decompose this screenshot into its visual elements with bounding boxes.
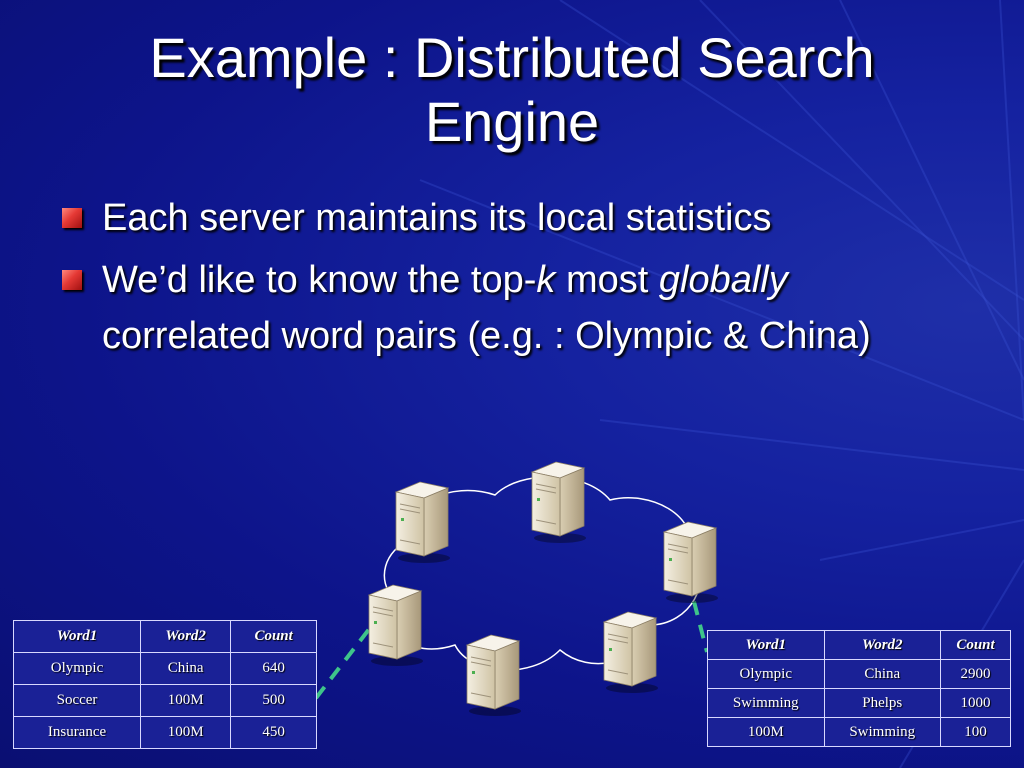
table-cell: 640 [230,652,317,685]
bullet-item-local-statistics: Each server maintains its local statisti… [62,190,962,246]
bullet-text-part: correlated word pairs (e.g. : Olympic & … [102,315,871,357]
table-row: Swimming Phelps 1000 [707,688,1011,718]
server-icon [603,611,659,694]
table-header-row: Word1 Word2 Count [707,630,1011,660]
table-header-row: Word1 Word2 Count [12,620,317,653]
bullet-text-part: We’d like to know the top- [102,259,537,301]
bullet-text-italic: k [536,259,556,301]
table-cell: 2900 [940,659,1011,689]
bullet-list: Each server maintains its local statisti… [62,190,962,370]
server-icon [466,634,522,717]
table-cell: Olympic [12,652,142,685]
table-cell: 450 [230,716,317,749]
server-icon [368,584,424,667]
bullet-square-icon [62,208,82,228]
column-header: Count [230,620,317,653]
bullet-text: Each server maintains its local statisti… [102,197,772,239]
table-cell: Soccer [12,684,142,717]
table-row: Olympic China 2900 [707,659,1011,689]
server-icon [395,481,451,564]
table-row: Soccer 100M 500 [12,684,317,717]
column-header: Word2 [140,620,232,653]
slide-title: Example : Distributed Search Engine [149,26,875,153]
table-cell: Swimming [823,717,941,747]
table-cell: Phelps [823,688,941,718]
column-header: Word1 [707,630,825,660]
table-cell: 1000 [940,688,1011,718]
table-cell: China [140,652,232,685]
connector-left-dashed [314,613,382,700]
column-header: Word1 [12,620,142,653]
bullet-text-italic: globally [658,259,788,301]
table-cell: Swimming [707,688,825,718]
connector-right-dashed [680,554,709,653]
server-icon [663,521,719,604]
table-cell: 100M [707,717,825,747]
table-cell: 100M [140,716,232,749]
bullet-text-part: most [555,259,659,301]
left-stats-table: Word1 Word2 Count Olympic China 640 Socc… [12,620,317,749]
table-row: 100M Swimming 100 [707,717,1011,747]
table-cell: 500 [230,684,317,717]
table-cell: 100M [140,684,232,717]
column-header: Count [940,630,1011,660]
table-cell: 100 [940,717,1011,747]
table-cell: Olympic [707,659,825,689]
bullet-square-icon [62,270,82,290]
table-row: Olympic China 640 [12,652,317,685]
right-stats-table: Word1 Word2 Count Olympic China 2900 Swi… [707,630,1011,747]
bullet-item-top-k: We’d like to know the top-k most globall… [62,252,962,364]
server-icon [531,461,587,544]
column-header: Word2 [823,630,941,660]
table-row: Insurance 100M 450 [12,716,317,749]
table-cell: China [823,659,941,689]
table-cell: Insurance [12,716,142,749]
